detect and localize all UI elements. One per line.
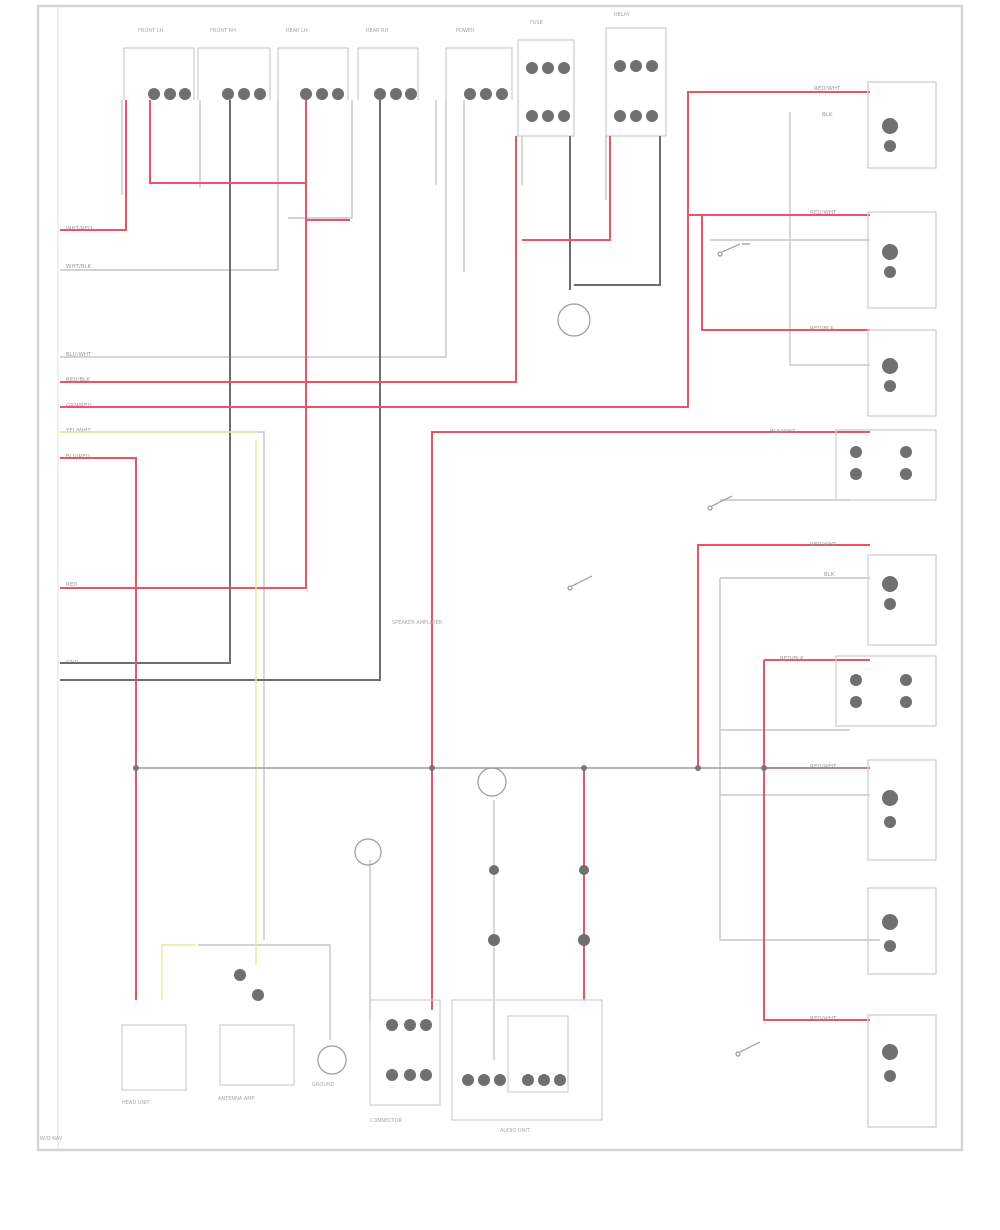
diagram-frame bbox=[36, 4, 964, 1152]
right-label-9: RED/WHT bbox=[810, 764, 837, 770]
left-label-3: BLU/WHT bbox=[66, 352, 92, 358]
ground-icon bbox=[317, 303, 591, 1075]
signal-wires bbox=[60, 100, 880, 1060]
connector-icon bbox=[148, 60, 658, 122]
bottom-label-3: GROUND bbox=[312, 1082, 335, 1088]
right-label-2: BLK bbox=[822, 112, 833, 118]
right-label-1: RED/WHT bbox=[814, 86, 841, 92]
left-label-2: WHT/BLK bbox=[66, 264, 92, 270]
left-label-4: RED/BLK bbox=[66, 377, 90, 383]
switch-icon bbox=[567, 243, 761, 1057]
right-label-10: RED/WHT bbox=[810, 1016, 837, 1022]
top-label-7: RELAY bbox=[614, 12, 631, 18]
bottom-components: HEAD UNIT ANTENNA AMP GROUND CONNECTOR A… bbox=[121, 865, 603, 1134]
right-label-3: RED/WHT bbox=[810, 210, 837, 216]
yellow-wire bbox=[60, 431, 258, 1000]
left-label-8: RED bbox=[66, 582, 78, 588]
left-label-6: YEL/WHT bbox=[65, 428, 91, 434]
bottom-label-5: AUDIO UNIT bbox=[500, 1128, 531, 1134]
top-label-5: POWER bbox=[456, 28, 475, 34]
bottom-label-1: HEAD UNIT bbox=[122, 1100, 151, 1106]
right-label-4: RED/BLK bbox=[810, 326, 834, 332]
right-label-8: RED/BLK bbox=[780, 656, 804, 662]
right-label-5: BLK/WHT bbox=[770, 429, 796, 435]
top-label-1: FRONT LH bbox=[138, 28, 163, 34]
bulb-icon bbox=[850, 118, 912, 1082]
footer-label: W/O NAV bbox=[40, 1136, 63, 1142]
bus-junctions bbox=[133, 765, 767, 771]
power-wires bbox=[60, 91, 870, 1021]
mid-label: SPEAKER AMPLIFIER bbox=[392, 620, 443, 626]
left-wire-labels: WHT/RED WHT/BLK BLU/WHT RED/BLK GRN/RED … bbox=[65, 226, 92, 666]
top-label-3: REAR LH bbox=[286, 28, 308, 34]
top-label-2: FRONT RH bbox=[210, 28, 236, 34]
bottom-label-4: CONNECTOR bbox=[370, 1118, 403, 1124]
top-label-6: FUSE bbox=[530, 20, 543, 26]
right-component-stack: RED/WHT BLK RED/WHT RED/BLK BLK/WHT RED/… bbox=[770, 81, 937, 1128]
connector-icon bbox=[234, 865, 590, 1086]
right-label-6: RED/WHT bbox=[810, 542, 837, 548]
top-label-4: REAR RH bbox=[366, 28, 389, 34]
top-connector-bank: FRONT LH FRONT RH REAR LH REAR RH POWER … bbox=[123, 12, 667, 137]
right-label-7: BLK bbox=[824, 572, 835, 578]
bottom-label-2: ANTENNA AMP bbox=[218, 1096, 255, 1102]
ground-wires bbox=[60, 100, 661, 681]
